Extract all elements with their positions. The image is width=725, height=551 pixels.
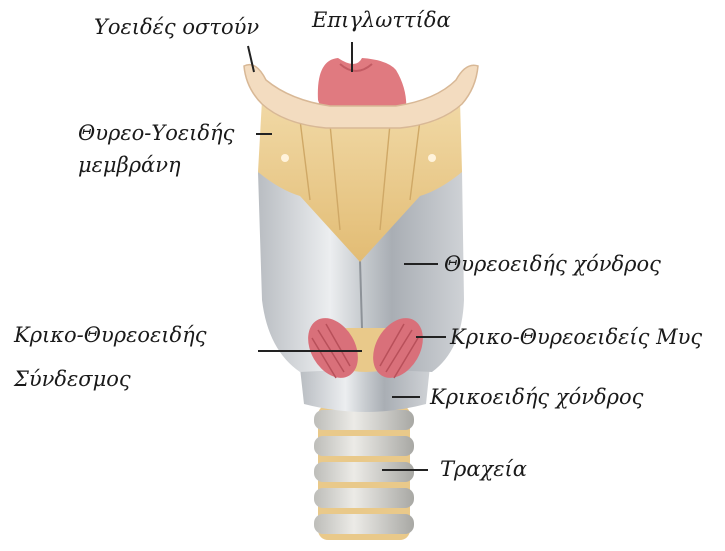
cricoid-cartilage-label: Κρικοειδής χόνδρος [430, 384, 643, 410]
thyrohyoid-membrane-label-line1: Θυρεο-Υοειδής [78, 120, 234, 146]
cricothyroid-ligament-label-line2: Σύνδεσμος [14, 366, 131, 392]
cricothyroid-muscle-label: Κρικο-Θυρεοειδείς Μυς [450, 324, 702, 350]
cricothyroid-ligament-label-line1: Κρικο-Θυρεοειδής [14, 322, 207, 348]
trachea [314, 405, 414, 540]
trachea-label: Τραχεία [440, 456, 527, 482]
thyrohyoid-membrane-label-line2: μεμβράνη [78, 152, 181, 178]
thyroid-cartilage-label: Θυρεοειδής χόνδρος [444, 251, 661, 277]
epiglottis [318, 58, 406, 112]
epiglottis-label: Επιγλωττίδα [312, 7, 451, 33]
hyoid-bone-label: Υοειδές οστούν [94, 14, 259, 40]
